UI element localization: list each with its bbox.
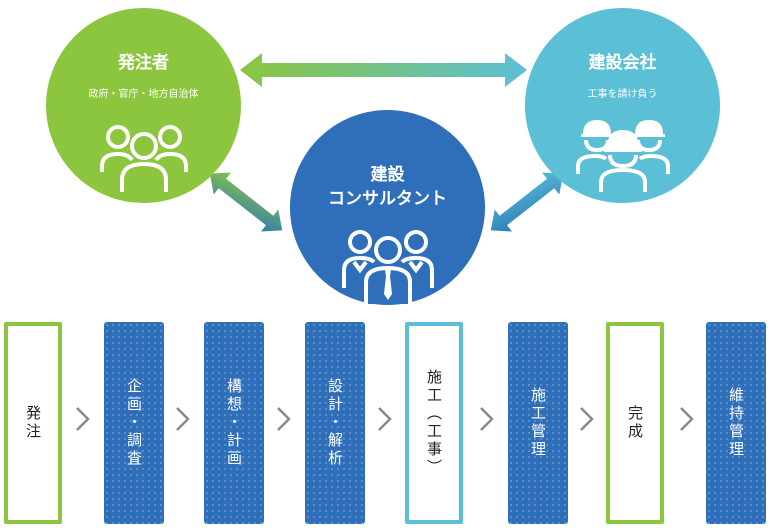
chevron-right-icon xyxy=(480,407,494,431)
process-step-label: 設計・解析 xyxy=(326,378,344,468)
process-step-label: 施工（工事） xyxy=(425,369,443,477)
process-step: 完成 xyxy=(606,322,664,524)
chevron-right-icon xyxy=(378,407,392,431)
chevron-right-icon xyxy=(580,407,594,431)
arrow-client-consultant xyxy=(209,172,283,232)
process-step: 施工（工事） xyxy=(405,322,463,524)
contractor-subtitle: 工事を請け負う xyxy=(587,89,658,100)
client-title: 発注者 xyxy=(118,53,169,73)
business-people-icon xyxy=(342,230,434,304)
arrow-client-contractor xyxy=(240,53,527,87)
arrow-contractor-consultant xyxy=(490,172,564,232)
chevron-right-icon xyxy=(76,407,90,431)
chevron-right-icon xyxy=(176,407,190,431)
process-step-label: 構想・計画 xyxy=(225,378,243,468)
process-step-label: 施工管理 xyxy=(529,387,547,459)
process-step: 企画・調査 xyxy=(104,322,164,524)
process-step: 設計・解析 xyxy=(305,322,365,524)
client-circle: 発注者 政府・官庁・地方自治体 xyxy=(46,8,241,203)
chevron-right-icon xyxy=(680,407,694,431)
chevron-right-icon xyxy=(277,407,291,431)
contractor-title: 建設会社 xyxy=(588,53,657,73)
process-step-label: 企画・調査 xyxy=(125,378,143,468)
process-step-label: 維持管理 xyxy=(727,387,745,459)
process-step: 発注 xyxy=(4,322,62,524)
contractor-circle: 建設会社 工事を請け負う xyxy=(525,8,720,203)
process-step-label: 発注 xyxy=(24,405,42,441)
consultant-title-line1: 建設 xyxy=(370,165,405,185)
consultant-title-line2: コンサルタント xyxy=(328,189,447,209)
hardhat-workers-icon xyxy=(576,120,670,192)
client-subtitle: 政府・官庁・地方自治体 xyxy=(88,89,199,100)
process-step: 施工管理 xyxy=(508,322,568,524)
process-step: 維持管理 xyxy=(706,322,766,524)
consultant-circle: 建設 コンサルタント xyxy=(290,110,485,305)
people-group-icon xyxy=(100,125,188,192)
process-step: 構想・計画 xyxy=(204,322,264,524)
process-step-label: 完成 xyxy=(626,405,644,441)
